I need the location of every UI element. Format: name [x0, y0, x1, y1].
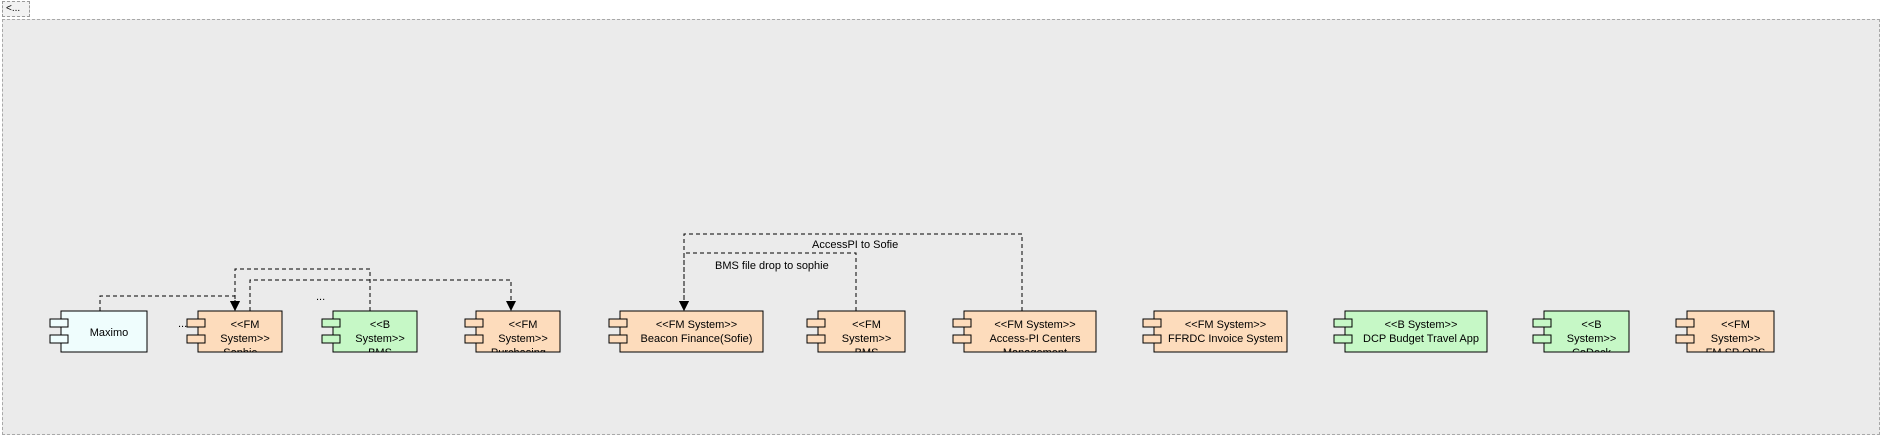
- component-body: [197, 310, 283, 353]
- component-port-icon: [608, 334, 628, 344]
- component-body: [60, 310, 148, 353]
- component-port-icon: [464, 318, 484, 328]
- component-port-icon: [952, 318, 972, 328]
- component-label-line: Access-PI Centers: [989, 333, 1081, 345]
- annotation-layer: ......: [178, 291, 325, 330]
- component-label-line: BMS: [368, 347, 392, 359]
- component-body: [1543, 310, 1630, 353]
- component-label-line: <<B System>>: [1385, 319, 1458, 331]
- component-body: [817, 310, 906, 353]
- component-port-icon: [806, 318, 826, 328]
- component-label-line: Beacon Finance(Sofie): [641, 333, 753, 345]
- connector-c1[interactable]: [99, 295, 240, 311]
- component-port-icon: [49, 318, 69, 328]
- back-navigation-tab[interactable]: <...: [2, 1, 30, 17]
- component-port-icon: [1142, 318, 1162, 328]
- component-port-icon: [1675, 318, 1695, 328]
- component-port-icon: [1532, 318, 1552, 328]
- component-port-icon: [321, 334, 341, 344]
- component-ffrdc[interactable]: <<FM System>> FFRDC Invoice System: [1142, 310, 1288, 353]
- component-port-icon: [464, 334, 484, 344]
- component-port-icon: [952, 334, 972, 344]
- component-label-line: <<B: [370, 319, 390, 331]
- component-label-line: DCP Budget Travel App: [1363, 333, 1479, 345]
- component-port-icon: [1675, 334, 1695, 344]
- component-label-line: <<FM: [852, 319, 881, 331]
- ellipsis-label: ...: [178, 318, 187, 330]
- component-b1[interactable]: <<B System>> BMS: [321, 310, 418, 359]
- component-port-icon: [321, 318, 341, 328]
- component-label-line: Purchasing...: [491, 347, 555, 359]
- component-port-icon: [49, 334, 69, 344]
- connector-c5[interactable]: BMS file drop to sophie: [679, 252, 857, 311]
- connector-c3[interactable]: [249, 279, 516, 311]
- component-label-line: System>>: [1567, 333, 1617, 345]
- connector-line: [249, 279, 516, 311]
- component-layer: Maximo <<FM System>> Sophie... <<B System>> BM…: [49, 310, 1775, 359]
- connector-line: [679, 233, 1023, 311]
- component-port-icon: [1333, 334, 1353, 344]
- connector-c4[interactable]: AccessPI to Sofie: [679, 233, 1023, 311]
- component-label-line: System>>: [355, 333, 405, 345]
- component-body: [332, 310, 418, 353]
- diagram-canvas: [2, 19, 1880, 435]
- component-label-line: <<FM: [231, 319, 260, 331]
- component-port-icon: [186, 334, 206, 344]
- connector-line: [679, 252, 857, 311]
- component-label-line: <<FM System>>: [656, 319, 737, 331]
- ellipsis-label: ...: [316, 291, 325, 303]
- component-label-line: Maximo: [90, 327, 129, 339]
- component-port-icon: [806, 334, 826, 344]
- component-label-line: Management: [1003, 347, 1067, 359]
- component-port-icon: [1333, 318, 1353, 328]
- component-label-line: BMS: [855, 347, 879, 359]
- component-fm2[interactable]: <<FM System>> Purchasing...: [464, 310, 561, 359]
- component-label-line: System>>: [220, 333, 270, 345]
- component-fm1[interactable]: <<FM System>> Sophie...: [186, 310, 283, 359]
- component-label-line: FM SP OPS: [1706, 347, 1766, 359]
- component-body: [1344, 310, 1488, 353]
- component-body: [619, 310, 764, 353]
- component-label-line: Sophie...: [223, 347, 266, 359]
- component-b2[interactable]: <<B System>> CoDeck: [1532, 310, 1630, 359]
- component-fm4[interactable]: <<FM System>> FM SP OPS: [1675, 310, 1775, 359]
- component-dcp[interactable]: <<B System>> DCP Budget Travel App: [1333, 310, 1488, 353]
- connector-line: [230, 268, 371, 311]
- component-label-line: System>>: [498, 333, 548, 345]
- component-label-line: CoDeck: [1572, 347, 1612, 359]
- component-fm3[interactable]: <<FM System>> BMS: [806, 310, 906, 359]
- component-port-icon: [1142, 334, 1162, 344]
- component-body: [1686, 310, 1775, 353]
- component-label-line: <<FM System>>: [1185, 319, 1266, 331]
- component-beacon[interactable]: <<FM System>> Beacon Finance(Sofie): [608, 310, 764, 353]
- component-label-line: System>>: [842, 333, 892, 345]
- component-port-icon: [1532, 334, 1552, 344]
- component-port-icon: [608, 318, 628, 328]
- component-body: [963, 310, 1097, 353]
- component-maximo[interactable]: Maximo: [49, 310, 148, 353]
- component-label-line: <<FM System>>: [994, 319, 1075, 331]
- connector-line: [99, 295, 240, 311]
- connector-c2[interactable]: [230, 268, 371, 311]
- component-body: [475, 310, 561, 353]
- component-label-line: <<FM: [1721, 319, 1750, 331]
- component-port-icon: [186, 318, 206, 328]
- component-label-line: <<B: [1581, 319, 1601, 331]
- connector-label: AccessPI to Sofie: [812, 239, 898, 251]
- component-label-line: System>>: [1711, 333, 1761, 345]
- component-label-line: <<FM: [509, 319, 538, 331]
- connector-label: BMS file drop to sophie: [715, 260, 829, 272]
- component-body: [1153, 310, 1288, 353]
- component-label-line: FFRDC Invoice System: [1168, 333, 1283, 345]
